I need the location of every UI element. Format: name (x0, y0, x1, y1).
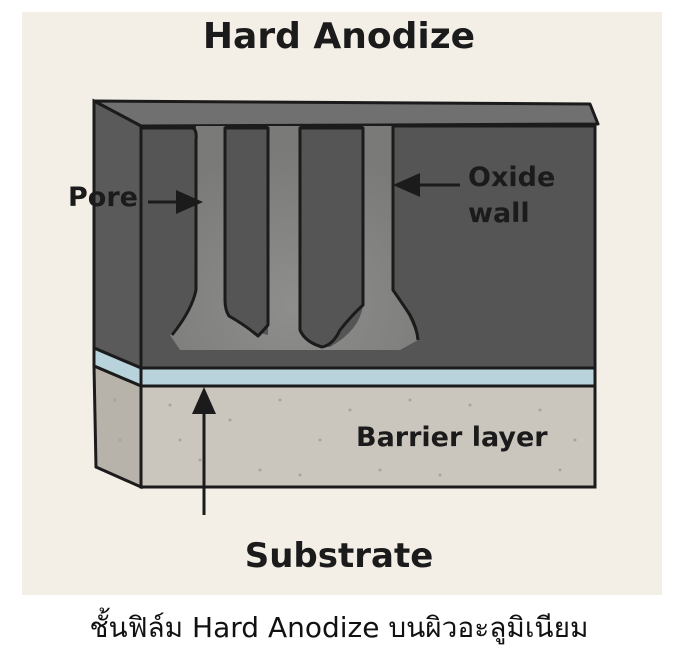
oxide-column-3 (298, 126, 365, 349)
barrier-band (139, 366, 597, 388)
pore-label: Pore (68, 182, 138, 213)
pore-1 (170, 126, 418, 350)
oxide-column-2 (223, 126, 270, 338)
substrate-layer (139, 384, 597, 489)
thai-caption: ชั้นฟิล์ม Hard Anodize บนผิวอะลูมิเนียม (89, 611, 589, 644)
oxide-wall-label-line1: Oxide (468, 162, 556, 193)
oxide-column-1 (141, 126, 198, 336)
substrate-label: Substrate (244, 536, 434, 576)
side-face-substrate (92, 363, 143, 490)
barrier-layer-label: Barrier layer (356, 422, 548, 453)
oxide-wall-label: Oxide wall (468, 160, 555, 232)
diagram-title: Hard Anodize (202, 16, 476, 57)
top-face (92, 99, 600, 128)
oxide-wall-label-line2: wall (468, 198, 530, 229)
oxide-column-4 (391, 126, 420, 341)
side-face-oxide (92, 98, 143, 371)
substrate-speckles (113, 398, 577, 477)
